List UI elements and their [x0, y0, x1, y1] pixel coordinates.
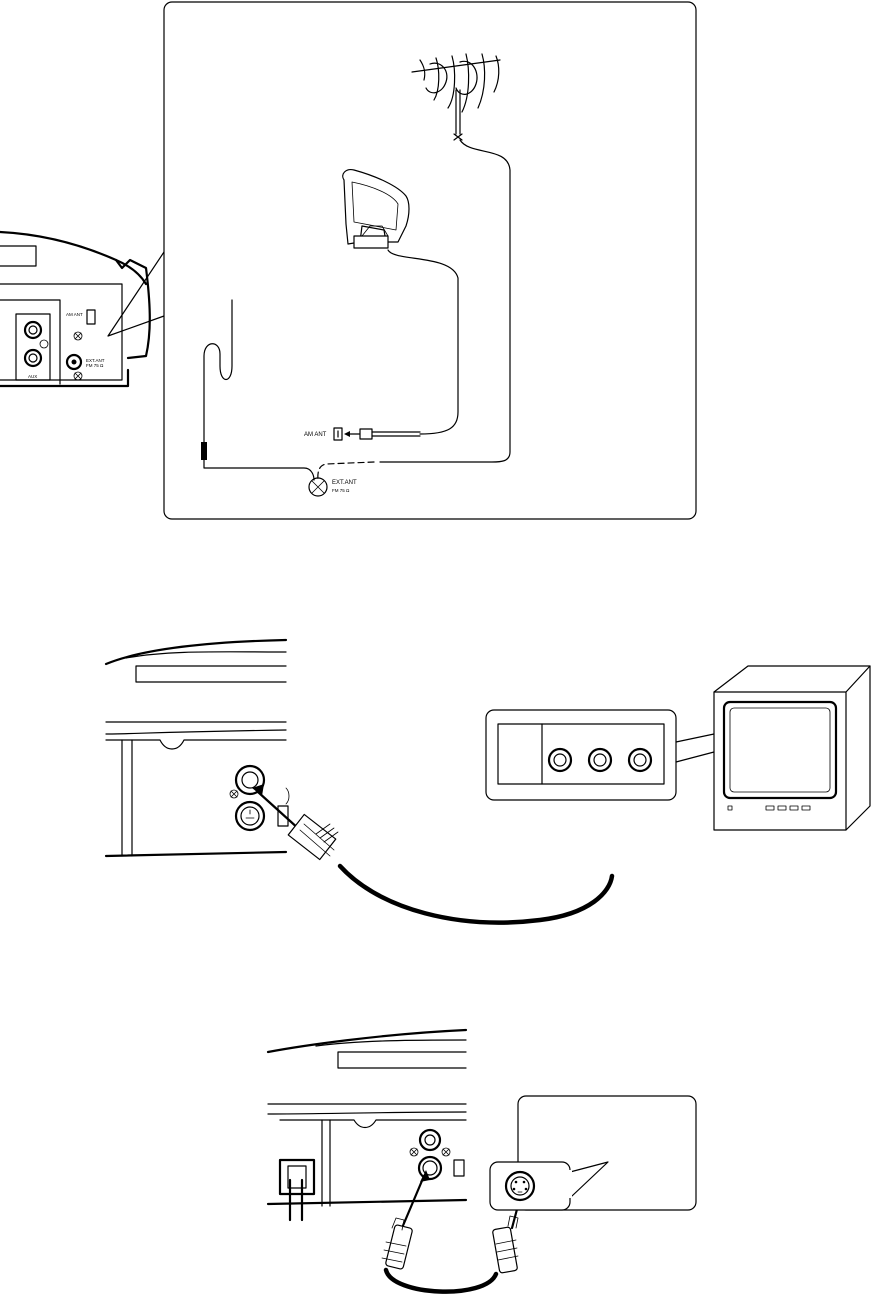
- tv-input-panel: [486, 710, 676, 800]
- optical-jack-icon: [454, 1160, 464, 1176]
- video-cable: [252, 784, 612, 923]
- s-video-section: [268, 1030, 696, 1292]
- am-plug-icon: [360, 429, 372, 439]
- video-plug-icon: [288, 814, 336, 859]
- s-video-plug-icon: [385, 1224, 413, 1269]
- aux-jack-icon: [25, 322, 41, 338]
- fm-ohm-label: FM 75 Ω: [86, 363, 104, 368]
- unit-rear-panel-antenna: AUX AM ANT EXT.ANT FM 75 Ω: [0, 232, 150, 386]
- tv-icon: [714, 666, 870, 830]
- tv-callout-pointer: [676, 734, 714, 762]
- antenna-section: AUX AM ANT EXT.ANT FM 75 Ω: [0, 2, 696, 519]
- tv-s-video-input-panel: [490, 1096, 696, 1210]
- video-out-jack-icon: [420, 1130, 440, 1150]
- am-ant-terminal-icon: [87, 310, 95, 324]
- aux-label: AUX: [28, 374, 37, 379]
- ext-ant-terminal-label: EXT.ANT: [332, 480, 357, 486]
- video-section: [106, 640, 870, 923]
- am-ant-terminal-label: AM ANT: [304, 432, 327, 438]
- callout-pointer: [108, 252, 164, 336]
- ac-inlet-icon: [280, 1160, 314, 1194]
- aux-jack-icon: [25, 350, 41, 366]
- unit-top-edge: [268, 1030, 466, 1052]
- fm-ohm-terminal-label: FM 75 Ω: [332, 488, 350, 493]
- am-ant-label: AM ANT: [66, 312, 83, 317]
- s-video-jack-icon: [236, 802, 264, 830]
- s-video-jack-icon: [419, 1157, 441, 1179]
